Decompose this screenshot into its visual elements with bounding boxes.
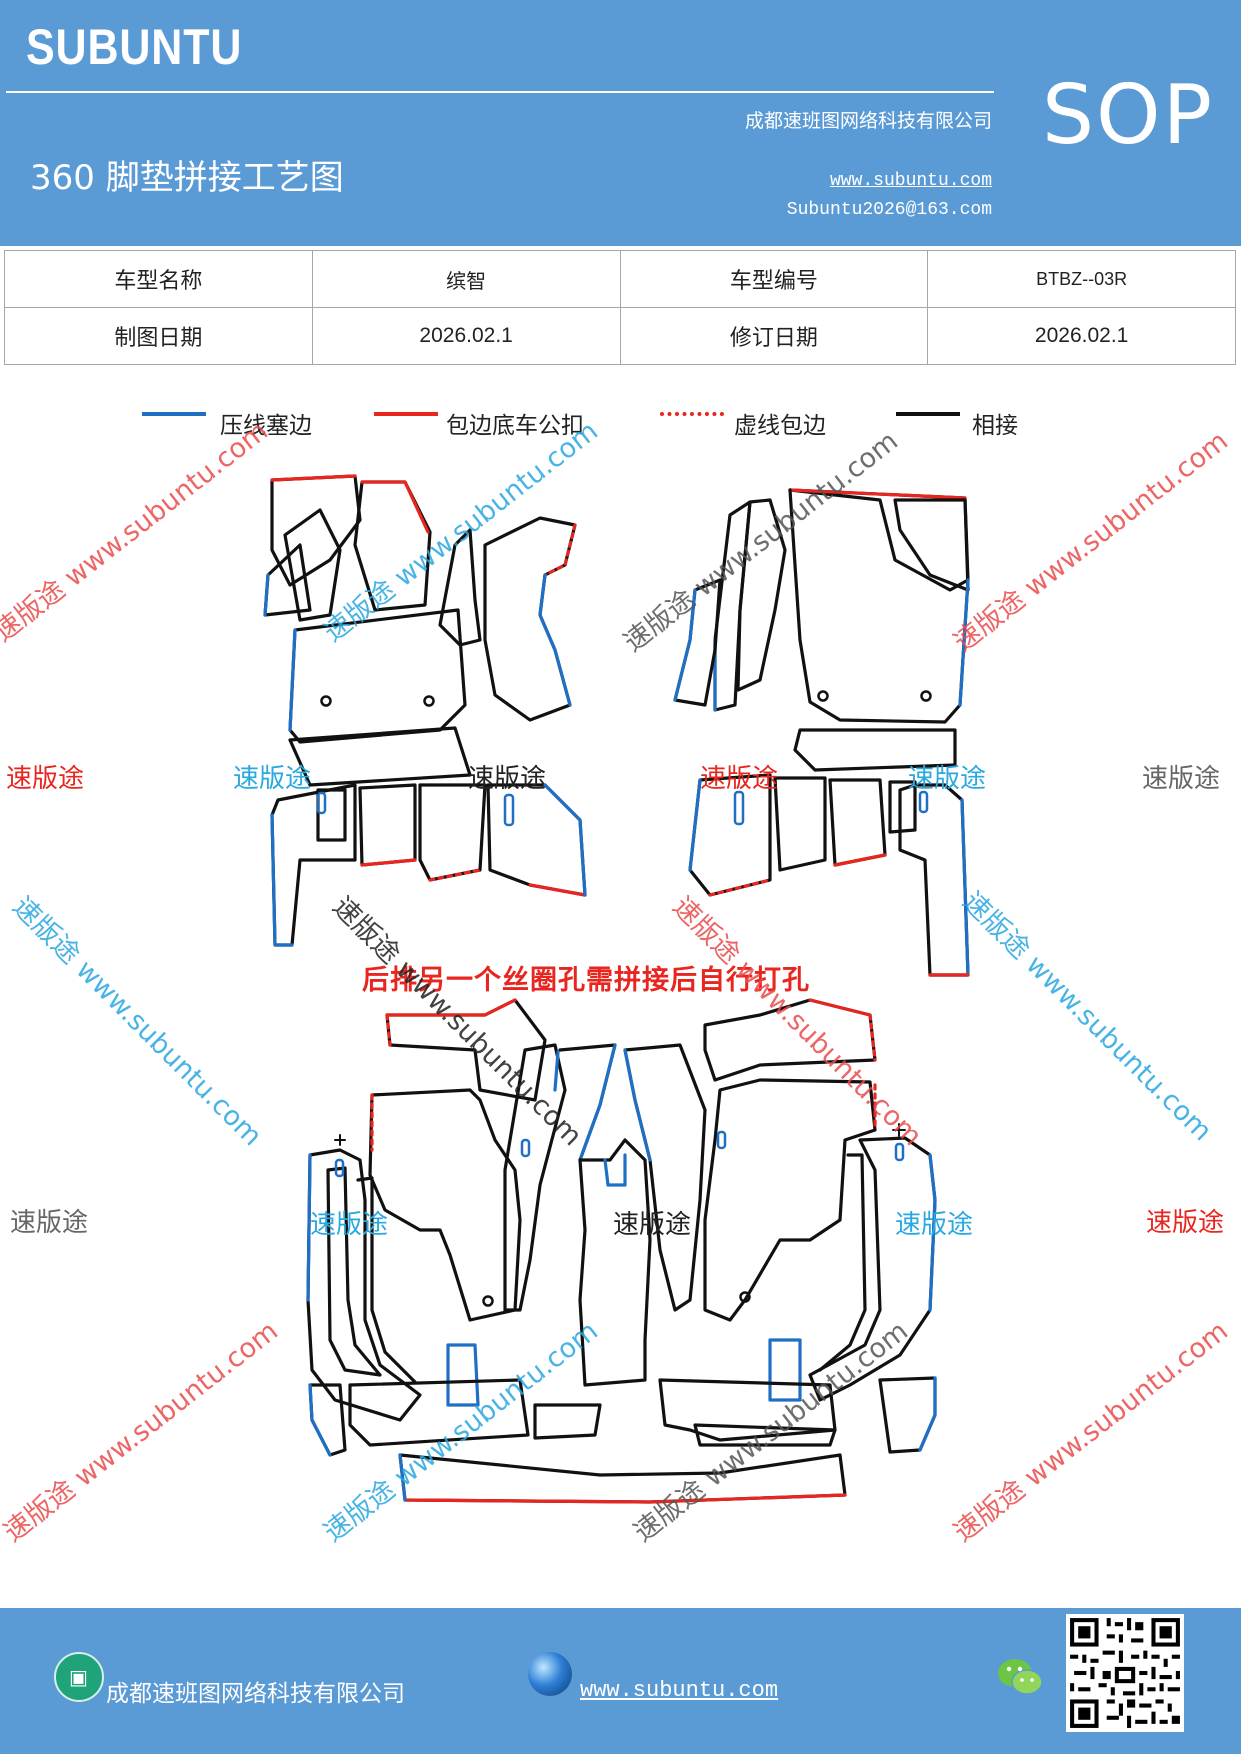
rear-mat (306, 998, 937, 1504)
header-divider (6, 91, 994, 93)
legend-swatch (142, 412, 206, 416)
watermark-tag: 速版途 (233, 764, 312, 794)
watermark-tag: 速版途 (895, 1210, 974, 1240)
legend-label: 压线塞边 (220, 413, 312, 439)
brand-logo: SUBUNTU (26, 19, 243, 75)
model-name-label: 车型名称 (4, 250, 313, 308)
globe-icon (528, 1652, 572, 1696)
watermark-tag: 速版途 (10, 1208, 89, 1238)
company-name: 成都速班图网络科技有限公司 (744, 110, 992, 132)
watermark-tag: 速版途 (908, 764, 987, 794)
legend-swatch (896, 412, 960, 416)
draw-date-label: 制图日期 (4, 307, 313, 365)
watermark-tag: 速版途 (1142, 764, 1221, 794)
rear-hole-note: 后排另一个丝圈孔需拼接后自行打孔 (362, 965, 810, 996)
watermark-tag: 速版途 (468, 764, 547, 794)
watermark-tag: 速版途 (1146, 1208, 1225, 1238)
draw-date-value: 2026.02.1 (311, 307, 621, 365)
footer-company-name: 成都速班图网络科技有限公司 (106, 1681, 405, 1707)
legend-label: 虚线包边 (734, 413, 826, 439)
page-footer: ▣ 成都速班图网络科技有限公司 www.subuntu.com (0, 1608, 1241, 1754)
revise-date-label: 修订日期 (619, 307, 929, 365)
document-title: 360 脚垫拼接工艺图 (30, 158, 344, 198)
qr-code[interactable] (1066, 1614, 1184, 1732)
watermark-tag: 速版途 (700, 764, 779, 794)
model-code-label: 车型编号 (619, 250, 929, 308)
wechat-icon (998, 1659, 1043, 1695)
mat-pattern-diagram (263, 474, 970, 1504)
table-row: 车型名称 缤智 车型编号 BTBZ--03R (4, 250, 1236, 308)
info-table: 车型名称 缤智 车型编号 BTBZ--03R 制图日期 2026.02.1 修订… (4, 250, 1236, 365)
model-name-value: 缤智 (311, 250, 621, 308)
sop-badge: SOP (1042, 68, 1215, 163)
revise-date-value: 2026.02.1 (927, 307, 1236, 365)
watermark-tag: 速版途 (6, 764, 85, 794)
legend-swatch (660, 412, 724, 416)
front-left-mat (263, 474, 587, 947)
page-header: SUBUNTU 成都速班图网络科技有限公司 360 脚垫拼接工艺图 www.su… (0, 0, 1241, 246)
website-link[interactable]: www.subuntu.com (829, 171, 992, 191)
email-address: Subuntu2026@163.com (786, 200, 992, 220)
table-row: 制图日期 2026.02.1 修订日期 2026.02.1 (4, 307, 1236, 365)
model-code-value: BTBZ--03R (927, 250, 1236, 308)
legend-swatch (374, 412, 438, 416)
footer-website-link[interactable]: www.subuntu.com (580, 1678, 779, 1703)
building-icon: ▣ (54, 1652, 104, 1702)
front-right-mat (673, 488, 970, 977)
legend-label: 相接 (972, 413, 1018, 439)
watermark-tag: 速版途 (310, 1210, 389, 1240)
legend-label: 包边底车公扣 (446, 413, 584, 439)
watermark-tag: 速版途 (613, 1210, 692, 1240)
